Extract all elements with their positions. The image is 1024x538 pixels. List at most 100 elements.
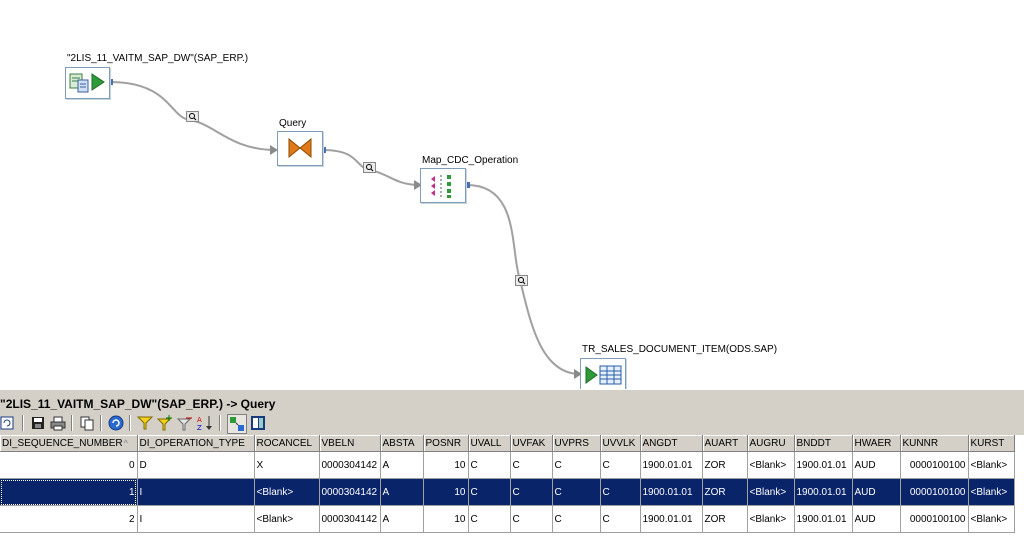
table-cell: C [510,505,553,533]
port-map-out [465,182,470,188]
column-header-kunnr[interactable]: KUNNR [900,435,969,452]
table-cell: <Blank> [254,478,320,506]
table-cell: AUD [852,505,901,533]
table-cell: 1900.01.01 [794,505,853,533]
column-header-vbeln[interactable]: VBELN [319,435,381,452]
print-icon[interactable] [49,414,67,432]
column-header-posnr[interactable]: POSNR [423,435,469,452]
table-cell: 0000100100 [900,451,969,479]
port-source-out [108,79,113,85]
column-header-absta[interactable]: ABSTA [380,435,424,452]
column-header-angdt[interactable]: ANGDT [640,435,703,452]
table-cell: ZOR [702,478,748,506]
table-cell: <Blank> [968,478,1015,506]
column-header-di-operation-type[interactable]: DI_OPERATION_TYPE [137,435,255,452]
table-cell: 10 [423,505,469,533]
column-header-di-sequence-number[interactable]: DI_SEQUENCE_NUMBER^ [0,435,138,452]
svg-text:A: A [197,416,202,424]
table-cell: C [468,505,511,533]
table-cell: X [254,451,320,479]
table-cell: 0000100100 [900,478,969,506]
refresh-icon[interactable] [0,414,18,432]
target-label: TR_SALES_DOCUMENT_ITEM(ODS.SAP) [582,344,778,355]
column-header-kurst[interactable]: KURST [968,435,1015,452]
column-header-uvall[interactable]: UVALL [468,435,511,452]
table-cell: <Blank> [747,505,795,533]
copy-icon[interactable] [78,414,96,432]
query-label: Query [279,118,307,129]
table-cell: 0000304142 [319,451,381,479]
column-header-uvprs[interactable]: UVPRS [552,435,601,452]
table-cell: C [510,478,553,506]
magnifier-icon[interactable] [363,160,376,173]
table-cell: 0000304142 [319,478,381,506]
table-cell: C [552,505,601,533]
toolbar-separator [219,415,221,431]
table-cell: 1 [0,478,138,506]
remove-filter-icon[interactable] [176,414,194,432]
column-header-augru[interactable]: AUGRU [747,435,795,452]
table-cell: C [510,451,553,479]
map-cdc-node[interactable] [420,168,466,203]
column-header-bnddt[interactable]: BNDDT [794,435,853,452]
svg-text:Z: Z [197,424,202,432]
column-header-rocancel[interactable]: ROCANCEL [254,435,320,452]
table-cell: 2 [0,505,138,533]
table-cell: AUD [852,478,901,506]
data-viewer-panel: "2LIS_11_VAITM_SAP_DW"(SAP_ERP.) -> Quer… [0,395,1024,538]
table-cell: C [552,451,601,479]
filter-icon[interactable] [136,414,154,432]
table-cell: A [380,505,424,533]
dataflow-canvas[interactable]: "2LIS_11_VAITM_SAP_DW"(SAP_ERP.) Query M… [0,0,1024,392]
show-columns-icon[interactable] [227,414,247,434]
query-node[interactable] [277,131,323,166]
toolbar-separator [71,415,73,431]
save-icon[interactable] [29,414,47,432]
table-cell: A [380,478,424,506]
table-cell: <Blank> [968,505,1015,533]
sort-ascending-icon: ^ [123,437,128,448]
column-header-uvfak[interactable]: UVFAK [510,435,553,452]
data-viewer-title: "2LIS_11_VAITM_SAP_DW"(SAP_ERP.) -> Quer… [0,397,276,411]
table-cell: 1900.01.01 [640,505,703,533]
arrowhead-target [574,369,582,379]
magnifier-icon[interactable] [515,273,528,286]
source-label: "2LIS_11_VAITM_SAP_DW"(SAP_ERP.) [67,53,249,64]
add-filter-icon[interactable] [156,414,174,432]
toolbar-separator [129,415,131,431]
table-cell: C [600,505,641,533]
table-cell: C [552,478,601,506]
table-cell: 0000100100 [900,505,969,533]
table-cell: 1900.01.01 [794,451,853,479]
table-cell: I [137,505,255,533]
table-cell: <Blank> [968,451,1015,479]
column-header-hwaer[interactable]: HWAER [852,435,901,452]
source-node[interactable] [65,67,110,99]
compare-icon[interactable] [249,414,267,432]
table-cell: 1900.01.01 [794,478,853,506]
arrowhead-map [414,180,422,190]
magnifier-icon[interactable] [186,109,199,122]
table-cell: A [380,451,424,479]
table-cell: C [468,451,511,479]
reload-icon[interactable] [107,414,125,432]
target-node[interactable] [580,358,626,392]
column-header-uvvlk[interactable]: UVVLK [600,435,641,452]
table-cell: 1900.01.01 [640,478,703,506]
column-header-auart[interactable]: AUART [702,435,748,452]
query-transform-icon [288,137,312,159]
table-cell: <Blank> [747,451,795,479]
table-cell: <Blank> [747,478,795,506]
map-cdc-label: Map_CDC_Operation [422,155,519,166]
toolbar-separator [22,415,24,431]
table-cell: ZOR [702,505,748,533]
sap-extractor-source-icon [69,73,105,93]
table-cell: <Blank> [254,505,320,533]
